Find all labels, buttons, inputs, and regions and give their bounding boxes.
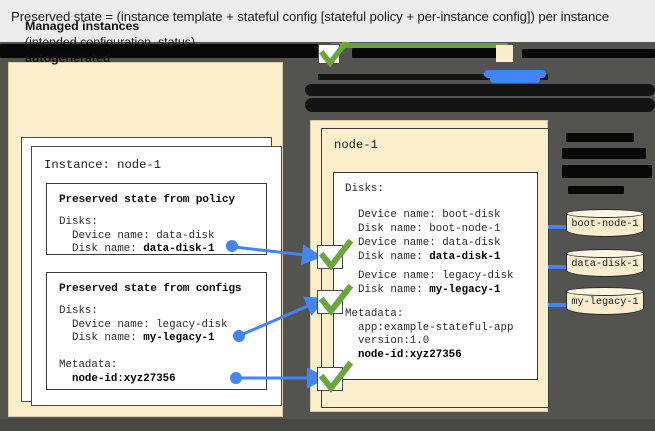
disk-connector-legacy (548, 303, 566, 307)
redacted-list-line-1 (566, 133, 634, 142)
legacy-device-name: Device name: legacy-disk (345, 270, 514, 282)
diagram-backdrop-footer (0, 419, 655, 431)
redacted-bar-header-mid (352, 48, 498, 58)
cream-chip-marker (496, 45, 513, 62)
managed-instances-heading: Managed instances (intended configuratio… (25, 18, 265, 66)
preserved-state-configs-box: Preserved state from configs Disks: Devi… (46, 272, 267, 390)
node-metadata-version: version:1.0 (345, 335, 430, 347)
boot-disk-name: Disk name: boot-node-1 (345, 222, 501, 235)
preserved-state-policy-header: Preserved state from policy (59, 194, 235, 206)
policy-device-name: Device name: data-disk (59, 229, 215, 242)
managed-instances-heading-line3: autogenerated (25, 51, 111, 65)
check-legacy-disk (317, 283, 354, 316)
redacted-bar-title-1 (305, 84, 655, 96)
data-disk-name-label: Disk name: (345, 250, 430, 263)
disk-label: my-legacy-1 (571, 297, 639, 308)
preserved-state-configs-header: Preserved state from configs (59, 283, 242, 295)
managed-instances-heading-line1: Managed instances (25, 19, 140, 33)
configs-device-name: Device name: legacy-disk (59, 318, 228, 331)
preserved-state-policy-box: Preserved state from policy Disks: Devic… (46, 183, 267, 255)
checkmark-icon (318, 360, 354, 393)
checkmark-icon (318, 238, 354, 271)
node-disk-entry-data: Device name: data-disk Disk name: data-d… (345, 237, 501, 264)
node-metadata-node-id: node-id:xyz27356 (345, 348, 462, 361)
node-metadata-block: Metadata: app:example-stateful-app versi… (345, 308, 513, 362)
configs-disk-name-label: Disk name: (59, 332, 144, 344)
preserved-state-configs-body: Disks: Device name: legacy-disk Disk nam… (59, 305, 227, 386)
disk-top-ellipse (566, 287, 644, 296)
configs-disk-name-value: my-legacy-1 (143, 332, 215, 344)
instance-card-title: Instance: node-1 (44, 158, 162, 172)
node-card-title: node-1 (334, 138, 378, 152)
legacy-disk-name-value: my-legacy-1 (429, 283, 501, 296)
preserved-state-policy-body: Disks: Device name: data-disk Disk name:… (59, 216, 215, 257)
disk-top-ellipse (566, 249, 644, 258)
redacted-bar-header-left (0, 44, 320, 58)
green-underline-rule (330, 43, 508, 48)
check-header (318, 37, 351, 68)
data-device-name: Device name: data-disk (345, 237, 501, 249)
redacted-list-line-4 (568, 186, 624, 194)
disk-my-legacy-1: my-legacy-1 (566, 287, 644, 317)
policy-disks-label: Disks: (59, 216, 98, 228)
node-disk-entry-boot: Device name: boot-disk Disk name: boot-n… (345, 209, 501, 236)
disk-connector-data (548, 265, 566, 269)
configs-metadata-value: node-id:xyz27356 (71, 372, 176, 385)
caption-text: Preserved state = (instance template + s… (11, 9, 609, 24)
check-node-id-metadata (317, 360, 354, 393)
check-data-disk (317, 238, 354, 271)
node-disk-entry-legacy: Device name: legacy-disk Disk name: my-l… (345, 270, 514, 297)
disk-label: boot-node-1 (571, 219, 639, 230)
data-disk-name-value: data-disk-1 (429, 250, 501, 263)
node-disks-label: Disks: (345, 183, 384, 195)
policy-disk-name-label: Disk name: (59, 243, 144, 255)
caption-band: Preserved state = (instance template + s… (0, 0, 655, 42)
legacy-disk-name-label: Disk name: (345, 283, 430, 296)
disk-connector-boot (548, 225, 566, 229)
boot-device-name: Device name: boot-disk (345, 209, 501, 221)
blue-highlight-scribble (484, 70, 546, 78)
node-metadata-app: app:example-stateful-app (345, 321, 514, 334)
redacted-bar-title-2 (305, 98, 655, 112)
redacted-list-line-3 (562, 165, 652, 178)
disk-data-disk-1: data-disk-1 (566, 249, 644, 279)
checkmark-icon (318, 283, 354, 316)
configs-metadata-label: Metadata: (59, 359, 118, 371)
managed-instances-heading-line2: (intended configuration, status) (25, 35, 196, 49)
blue-highlight-scribble-2 (490, 76, 540, 83)
disk-label: data-disk-1 (571, 259, 639, 270)
redacted-bar-header-right (522, 49, 655, 58)
redacted-list-line-2 (562, 148, 646, 159)
node-metadata-label: Metadata: (345, 308, 404, 320)
disk-boot-node-1: boot-node-1 (566, 209, 644, 239)
configs-disks-label: Disks: (59, 305, 98, 317)
redacted-bar-title-3 (318, 74, 548, 80)
disk-top-ellipse (566, 209, 644, 218)
checkmark-icon (319, 37, 351, 68)
policy-disk-name-value: data-disk-1 (143, 243, 215, 255)
node-details-box: Disks: Device name: boot-disk Disk name:… (333, 172, 538, 380)
